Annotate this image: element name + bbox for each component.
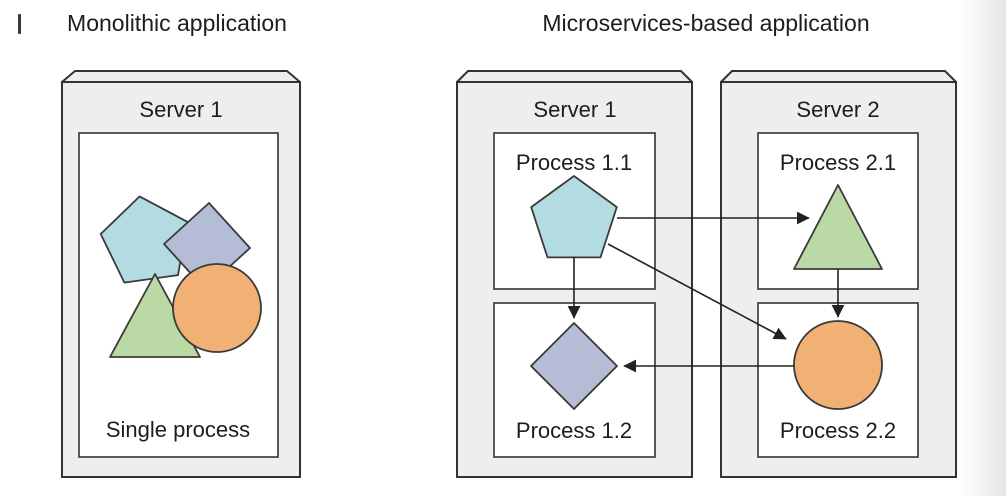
server-box-top-face (456, 70, 693, 83)
microservices-shapes (530, 175, 883, 410)
micro-server1-label: Server 1 (533, 97, 616, 122)
process-2-1-label: Process 2.1 (780, 150, 896, 175)
pentagon-shape (99, 195, 189, 284)
server-box-top-face (720, 70, 957, 83)
microservices-title: Microservices-based application (542, 10, 869, 36)
diamond-shape (530, 322, 618, 410)
monolith-server-label: Server 1 (139, 97, 222, 122)
single-process-label: Single process (106, 417, 250, 442)
circle-shape (172, 263, 262, 353)
process-2-2-label: Process 2.2 (780, 418, 896, 443)
circle-shape (793, 320, 883, 410)
micro-server2-label: Server 2 (796, 97, 879, 122)
process-1-2-label: Process 1.2 (516, 418, 632, 443)
process-1-1-label: Process 1.1 (516, 150, 632, 175)
arrow-p11-to-p22 (607, 243, 787, 340)
cropped-ui-artifact (18, 14, 21, 34)
server-box-top-face (61, 70, 301, 83)
monolith-title: Monolithic application (67, 10, 287, 36)
connection-arrows (567, 211, 845, 373)
monolith-shapes (99, 195, 262, 358)
